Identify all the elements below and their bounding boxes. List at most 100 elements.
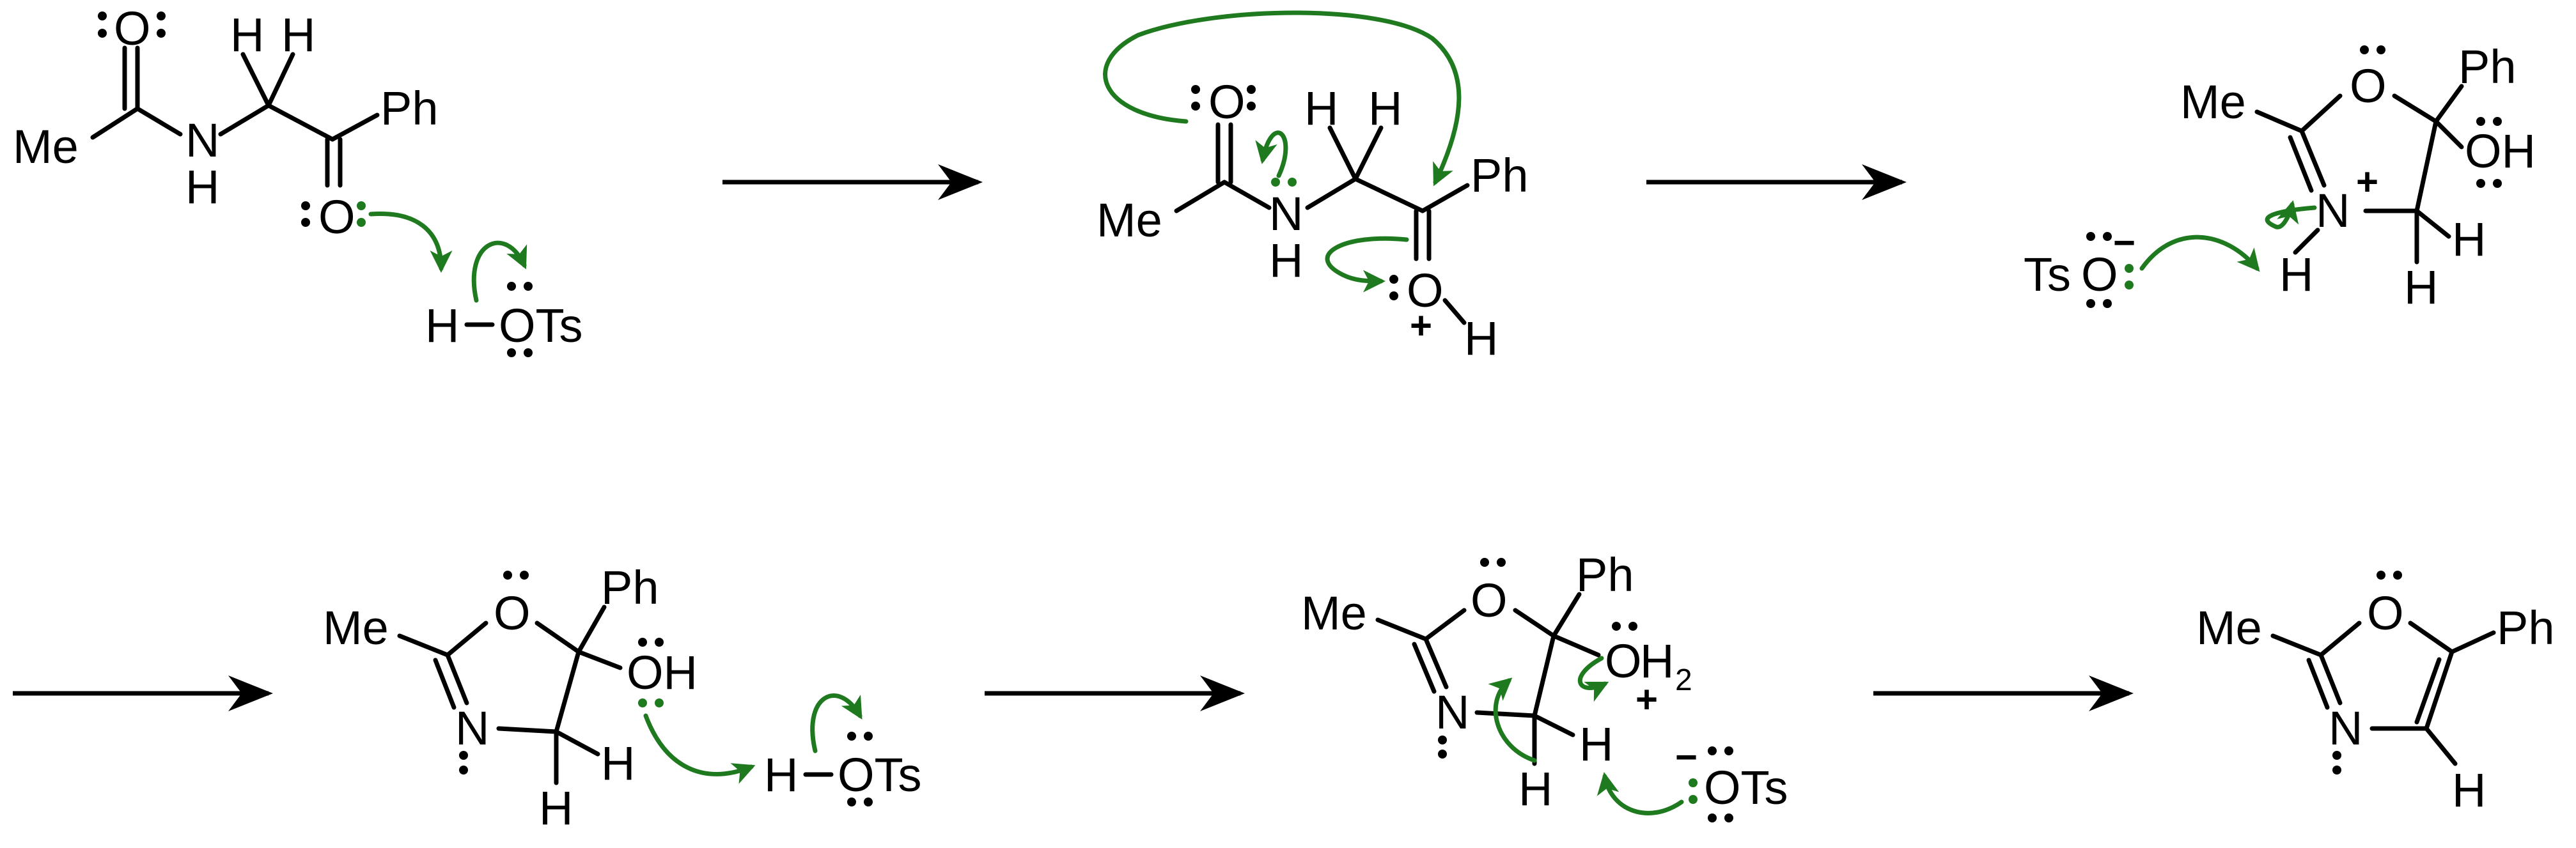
bond	[240, 52, 271, 108]
lone-pair-dot	[2377, 45, 2385, 54]
hydrogen-label: H	[1304, 82, 1338, 135]
lone-pair-dot	[2377, 571, 2385, 580]
bond	[1353, 176, 1425, 213]
oxygen-label: O	[1208, 75, 1245, 128]
bond	[576, 605, 607, 654]
lone-pair-dot	[847, 732, 856, 741]
bond	[576, 649, 623, 670]
curved-arrow	[1255, 130, 1288, 178]
structure-1-acetamido-ketone: Me O N H H H Ph O H OTs	[13, 2, 583, 357]
hydrogen-label: H	[2279, 248, 2313, 301]
lone-pair-dot	[1191, 85, 1200, 94]
lone-pair-dot	[1497, 558, 1506, 567]
positive-charge: +	[1410, 304, 1432, 347]
phenyl-label: Ph	[2497, 601, 2555, 654]
lone-pair-dot	[1438, 736, 1447, 744]
lone-pair-dot	[459, 766, 468, 775]
lone-pair-dot	[864, 732, 873, 741]
oxygen-label: O	[2081, 248, 2118, 301]
lone-pair-dot	[847, 798, 856, 806]
lone-pair-dot	[1612, 622, 1621, 631]
bond	[266, 52, 295, 108]
tosylate-label: OTs	[838, 748, 922, 801]
ring-bond	[445, 652, 469, 705]
lone-pair-dot	[507, 348, 516, 357]
lone-pair-dot	[520, 571, 529, 580]
lone-pair-dot	[157, 29, 166, 38]
ring-bond	[2299, 128, 2327, 188]
methyl-label: Me	[323, 601, 389, 654]
methyl-label: Me	[2180, 75, 2246, 128]
bond	[554, 729, 600, 757]
bond	[2433, 84, 2464, 124]
lone-pair-dot	[459, 751, 468, 760]
bond	[1551, 633, 1601, 658]
lone-pair-dot	[1724, 813, 1733, 822]
lone-pair-dot	[638, 698, 647, 707]
subscript-two: 2	[1675, 663, 1692, 697]
ring-bond	[2414, 119, 2439, 213]
lone-pair-dot	[1708, 813, 1717, 822]
oxygen-label: O	[1605, 635, 1642, 688]
ring-bond	[2408, 621, 2455, 654]
lone-pair-dot	[1438, 750, 1447, 759]
bond	[2270, 633, 2323, 658]
lone-pair-dot	[2476, 117, 2485, 126]
ring-bond	[1412, 642, 1437, 694]
lone-pair-dot	[301, 218, 310, 227]
structure-4-neutral-hemiaminal: Me O Ph OH H H N H OTs	[323, 561, 922, 835]
methyl-label: Me	[1301, 587, 1367, 640]
hydrogen-label: H	[1368, 82, 1402, 135]
curved-arrow	[1325, 236, 1409, 293]
lone-pair-dot	[1247, 85, 1256, 94]
hydroxyl-label: OH	[627, 646, 698, 699]
curved-arrow	[643, 713, 756, 784]
lone-pair-dot	[524, 282, 533, 291]
methyl-label: Me	[13, 120, 79, 173]
hydrogen-label: H	[1640, 635, 1674, 688]
lone-pair-dot	[507, 282, 516, 291]
bond	[1375, 617, 1428, 642]
hydrogen-label: H	[1464, 312, 1498, 365]
ring-bond	[2299, 93, 2343, 134]
bond	[2424, 726, 2458, 766]
lone-pair-dot	[503, 571, 512, 580]
ring-bond	[1474, 710, 1537, 718]
tosylate-label: OTs	[499, 299, 583, 352]
ring-bond	[2318, 621, 2362, 658]
ring-bond	[2318, 652, 2343, 705]
lone-pair-dot	[2086, 299, 2095, 308]
negative-charge: −	[2113, 221, 2135, 264]
bond	[1420, 183, 1470, 213]
bond	[2293, 227, 2320, 255]
oxygen-label: O	[114, 2, 151, 55]
lone-pair-dot	[2493, 117, 2502, 126]
lone-pair-dot	[1708, 746, 1717, 755]
bond	[90, 106, 140, 140]
lone-pair-dot	[1689, 778, 1698, 787]
ring-bond	[1423, 636, 1449, 690]
nitrogen-label: N	[455, 702, 489, 755]
lone-pair-dot	[1389, 291, 1398, 300]
ring-bond	[2414, 657, 2442, 725]
bond	[1174, 180, 1227, 213]
oxygen-label: O	[318, 190, 355, 243]
bond	[1327, 125, 1358, 181]
lone-pair-dot	[524, 348, 533, 357]
bond	[1442, 298, 1467, 325]
hydrogen-label: H	[2404, 261, 2438, 314]
hydrogen-label: H	[185, 160, 219, 213]
bond	[1353, 125, 1384, 181]
structure-3-cyclized-cation: Me O Ph OH H H N + H Ts O −	[2024, 40, 2536, 314]
hydrogen-label: H	[281, 8, 315, 61]
ring-bond	[2392, 93, 2439, 124]
phenyl-label: Ph	[380, 82, 439, 135]
lone-pair-dot	[655, 638, 664, 647]
ring-bond	[535, 621, 581, 654]
nitrogen-label: N	[1269, 187, 1303, 240]
nitrogen-label: N	[1435, 686, 1469, 739]
nitrogen-label: N	[185, 114, 219, 167]
lone-pair-dot	[2360, 45, 2369, 54]
bond	[218, 103, 271, 137]
lone-pair-dot	[98, 12, 107, 20]
